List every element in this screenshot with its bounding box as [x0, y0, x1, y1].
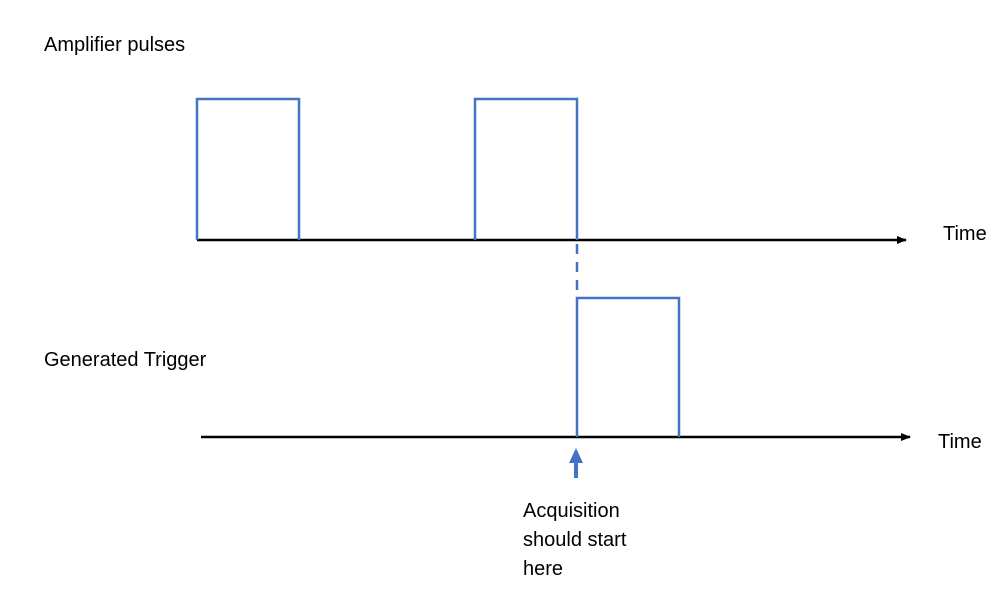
acquisition-annotation-line-1: Acquisition [523, 500, 620, 522]
amplifier-pulse-1 [195, 97, 301, 240]
amplifier-pulses-label: Amplifier pulses [44, 34, 186, 56]
acquisition-annotation-line-3: here [523, 558, 564, 580]
acquisition-arrow-head [569, 448, 583, 463]
generated-trigger-label: Generated Trigger [44, 349, 207, 371]
amplifier-pulse-2 [473, 97, 579, 240]
acquisition-annotation-line-2: should start [523, 529, 627, 551]
acquisition-annotation: Acquisition should start here [523, 497, 663, 584]
top-time-axis-label: Time [943, 223, 987, 245]
trigger-pulse [575, 296, 681, 437]
bottom-time-axis-label: Time [938, 431, 982, 453]
